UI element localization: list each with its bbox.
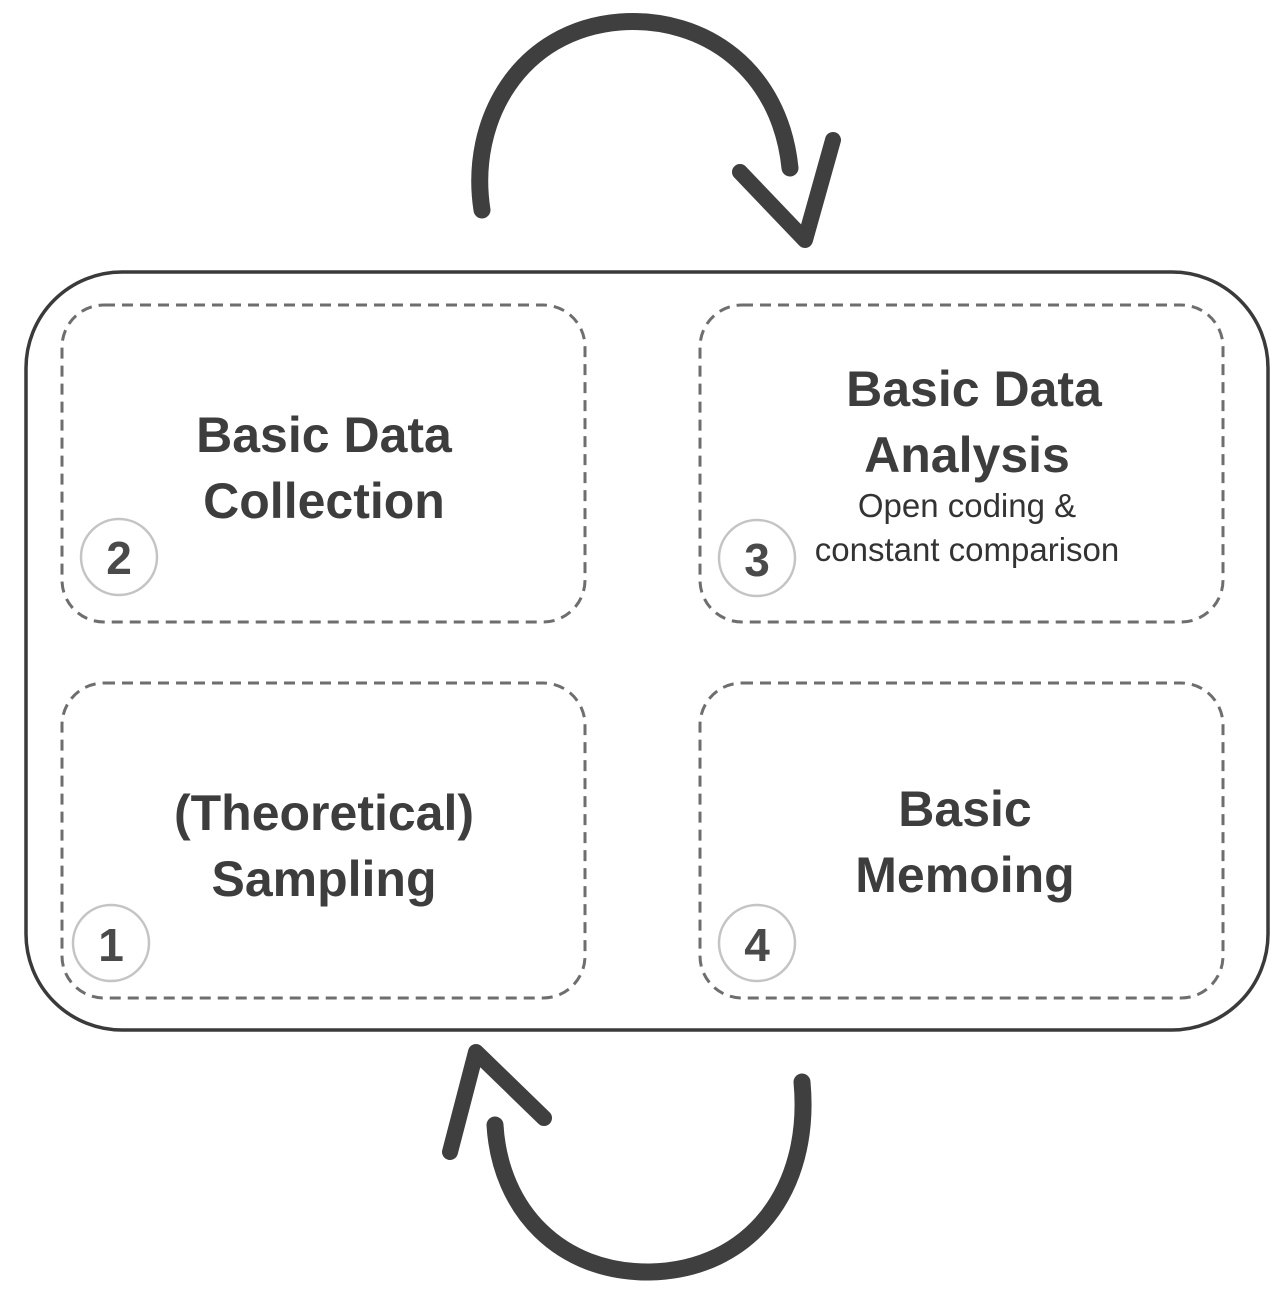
stage-title-line: Basic Data <box>196 407 453 463</box>
stage-subtitle-line: constant comparison <box>815 531 1120 568</box>
step-number: 1 <box>98 919 124 971</box>
step-badge <box>717 518 797 598</box>
stage-box-analysis: Basic Data Analysis Open coding & consta… <box>698 303 1225 624</box>
stage-title-line: Collection <box>203 473 445 529</box>
step-badge <box>717 903 797 983</box>
step-badge <box>71 903 151 983</box>
step-number: 4 <box>744 919 770 971</box>
stage-title-line: Analysis <box>864 427 1070 483</box>
stage-title-line: Basic Data <box>846 361 1103 417</box>
cycle-frame <box>24 270 1270 1032</box>
top-cycle-arrow-icon <box>471 13 841 248</box>
stage-box-memoing: Basic Memoing 4 <box>698 681 1225 1000</box>
step-number: 3 <box>744 534 770 586</box>
stage-title-line: (Theoretical) <box>174 785 474 841</box>
stage-title-line: Basic <box>898 781 1031 837</box>
stage-title-line: Memoing <box>855 847 1074 903</box>
step-number: 2 <box>106 532 132 584</box>
bottom-cycle-arrow-icon <box>442 1044 812 1281</box>
stage-subtitle-line: Open coding & <box>858 487 1076 524</box>
step-badge <box>79 517 159 597</box>
stage-title-line: Sampling <box>211 851 436 907</box>
stage-box-sampling: (Theoretical) Sampling 1 <box>60 681 587 1000</box>
stage-box-collection: Basic Data Collection 2 <box>60 303 587 624</box>
